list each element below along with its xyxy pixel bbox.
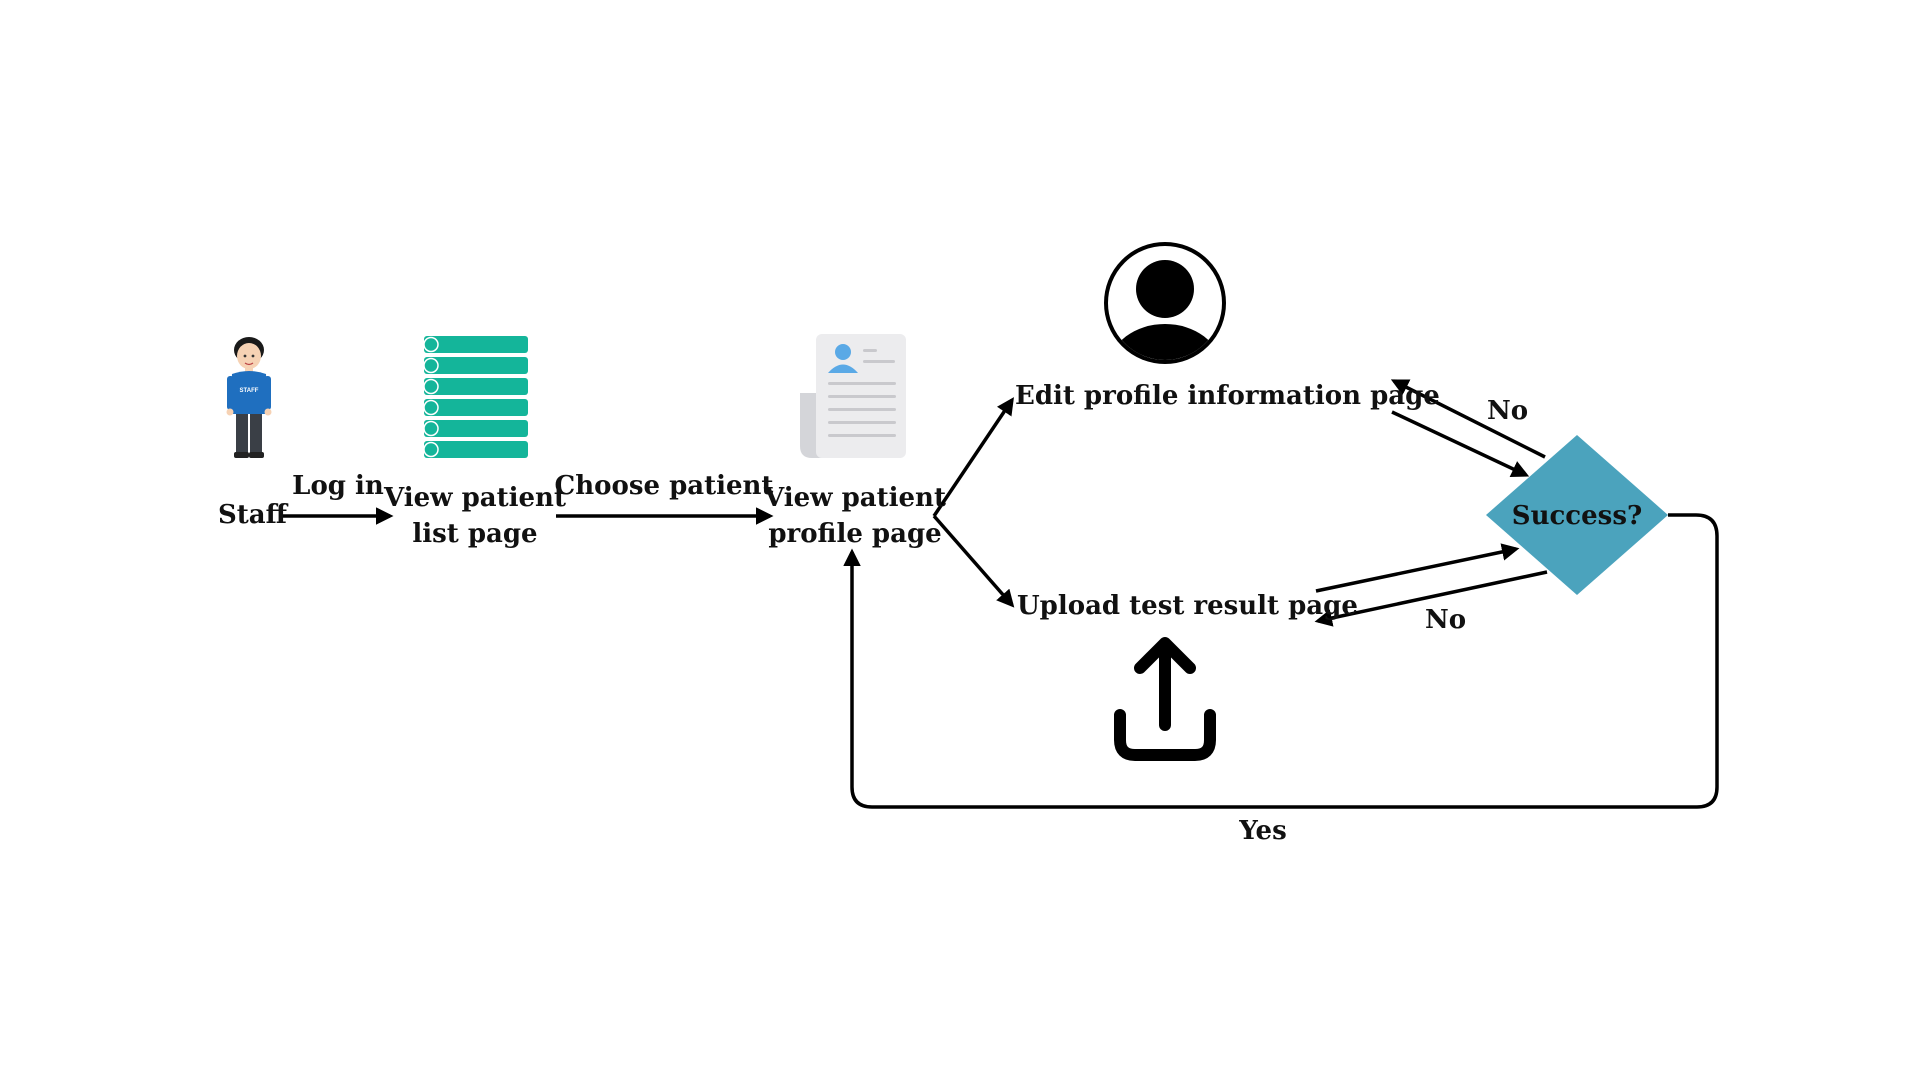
- list-bar: [424, 357, 528, 374]
- edge-label-no-bottom: No: [1425, 605, 1467, 635]
- connectors: [281, 379, 1719, 809]
- list-bar-bullet: [423, 336, 439, 353]
- list-bar: [424, 441, 528, 458]
- edge-label-yes: Yes: [1239, 816, 1287, 846]
- edge-label-login: Log in: [292, 471, 384, 501]
- edge-yes-loop: [843, 513, 1719, 809]
- edge-decision-no-upload: [1314, 570, 1548, 627]
- profile-document-icon: [800, 334, 906, 458]
- list-bar: [424, 378, 528, 395]
- list-bar: [424, 420, 528, 437]
- edge-decision-no-edit: [1390, 379, 1546, 459]
- edge-upload-to-decision: [1315, 543, 1520, 593]
- edge-edit-to-decision: [1391, 410, 1530, 477]
- node-patient-profile-line2: profile page: [768, 519, 942, 549]
- staff-badge-text: STAFF: [240, 388, 259, 394]
- edge-to-edit: [932, 397, 1014, 517]
- list-bar-bullet: [423, 420, 439, 437]
- list-bar-bullet: [423, 378, 439, 395]
- staff-person-icon: STAFF: [226, 337, 272, 458]
- node-upload-result: Upload test result page: [1017, 591, 1358, 621]
- stacked-list-icon: [423, 336, 528, 458]
- upload-icon: [1114, 637, 1216, 761]
- node-patient-list-line1: View patient: [384, 483, 566, 513]
- list-bar: [424, 336, 528, 353]
- list-bar-bullet: [423, 441, 439, 458]
- node-edit-profile: Edit profile information page: [1015, 381, 1440, 411]
- list-bar: [424, 399, 528, 416]
- node-patient-profile: View patient profile page: [764, 480, 946, 552]
- node-patient-profile-line1: View patient: [764, 483, 946, 513]
- node-staff: Staff: [218, 500, 287, 530]
- edge-label-no-top: No: [1487, 396, 1529, 426]
- edge-to-upload: [932, 514, 1015, 608]
- edge-label-choose-patient: Choose patient: [554, 471, 774, 501]
- node-patient-list: View patient list page: [384, 480, 566, 552]
- list-bar-bullet: [423, 357, 439, 374]
- node-patient-list-line2: list page: [412, 519, 538, 549]
- decision-label: Success?: [1511, 501, 1643, 531]
- user-avatar-icon: [1104, 242, 1226, 364]
- list-bar-bullet: [423, 399, 439, 416]
- decision-diamond: [1486, 435, 1668, 595]
